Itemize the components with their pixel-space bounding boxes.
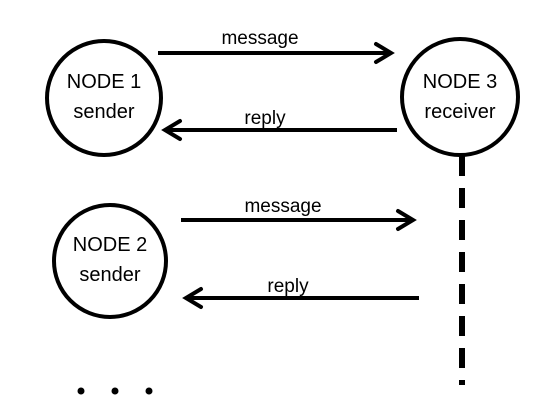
ellipsis-dot — [77, 387, 85, 395]
ellipsis-dot — [145, 387, 153, 395]
node-1-role: sender — [73, 101, 134, 123]
edge-label-reply: reply — [244, 108, 286, 129]
node-3-role: receiver — [424, 101, 495, 123]
node-2-title: NODE 2 — [73, 234, 147, 256]
arrow-head — [161, 119, 182, 141]
node-1-title: NODE 1 — [67, 71, 141, 93]
ellipsis-dot — [111, 387, 119, 395]
continuation-ellipsis — [77, 387, 153, 395]
edge-reply-node3-to-node1: reply — [161, 108, 397, 141]
node-3-circle — [400, 37, 520, 157]
arrow-head — [396, 209, 417, 231]
edge-reply-node3-to-node2: reply — [182, 276, 419, 309]
arrow-head — [374, 42, 395, 64]
node-3-title: NODE 3 — [423, 71, 497, 93]
node-3: NODE 3 receiver — [400, 37, 520, 157]
node-2-role: sender — [79, 264, 140, 286]
arrow-head — [182, 287, 203, 309]
edge-message-node1-to-node3: message — [158, 28, 395, 64]
edge-label-message: message — [221, 28, 298, 49]
node-2: NODE 2 sender — [52, 203, 168, 319]
node-1-circle — [45, 39, 163, 157]
edge-message-node2-to-node3: message — [181, 196, 417, 231]
edge-label-reply: reply — [267, 276, 309, 297]
node-2-circle — [52, 203, 168, 319]
edge-label-message: message — [244, 196, 321, 217]
node-1: NODE 1 sender — [45, 39, 163, 157]
